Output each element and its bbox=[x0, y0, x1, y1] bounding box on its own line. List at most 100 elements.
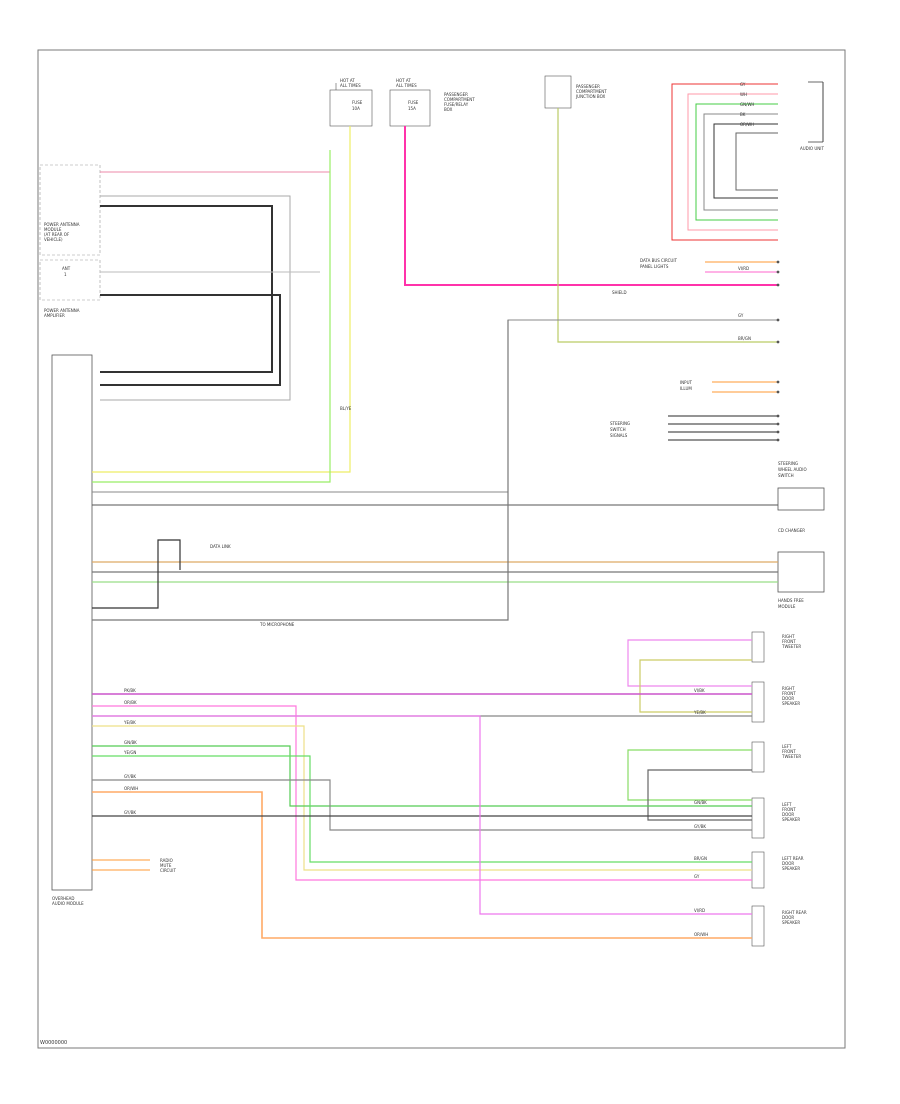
svg-text:OR/WH: OR/WH bbox=[740, 122, 754, 127]
svg-text:HOT AT: HOT AT bbox=[396, 78, 411, 83]
speaker-lr-door: LEFT REAR DOOR SPEAKER bbox=[751, 851, 804, 889]
svg-text:JUNCTION BOX: JUNCTION BOX bbox=[575, 94, 605, 99]
svg-text:RIGHT: RIGHT bbox=[782, 634, 795, 639]
svg-text:AUDIO UNIT: AUDIO UNIT bbox=[800, 146, 824, 151]
svg-text:(AT REAR OF: (AT REAR OF bbox=[44, 232, 70, 237]
svg-text:LEFT: LEFT bbox=[782, 744, 792, 749]
speaker-rr-door: RIGHT REAR DOOR SPEAKER bbox=[751, 905, 807, 947]
right-upper-labels: DATA BUS CIRCUIT PANEL LIGHTS VI/RD GY B… bbox=[612, 258, 751, 341]
svg-text:VI/RD: VI/RD bbox=[694, 908, 705, 913]
cd-changer: CD CHANGER HANDS FREE MODULE bbox=[777, 528, 825, 609]
svg-text:OR/BK: OR/BK bbox=[124, 700, 137, 705]
mute-circuit: RADIO MUTE CIRCUIT bbox=[92, 858, 176, 873]
svg-text:ALL TIMES: ALL TIMES bbox=[396, 83, 417, 88]
svg-text:FUSE/RELAY: FUSE/RELAY bbox=[444, 102, 469, 107]
svg-text:BOX: BOX bbox=[444, 107, 453, 112]
svg-text:RIGHT: RIGHT bbox=[782, 686, 795, 691]
svg-text:STEERING: STEERING bbox=[610, 421, 630, 426]
svg-text:DOOR: DOOR bbox=[782, 915, 794, 920]
svg-text:PANEL LIGHTS: PANEL LIGHTS bbox=[640, 264, 669, 269]
svg-text:DOOR: DOOR bbox=[782, 696, 794, 701]
svg-text:VEHICLE): VEHICLE) bbox=[44, 237, 63, 242]
svg-text:PASSENGER: PASSENGER bbox=[576, 84, 600, 89]
svg-text:GY: GY bbox=[694, 874, 700, 879]
svg-text:FUSE: FUSE bbox=[352, 100, 363, 105]
connector-terminals bbox=[776, 260, 780, 442]
svg-text:BR/GN: BR/GN bbox=[738, 336, 751, 341]
svg-text:COMPARTMENT: COMPARTMENT bbox=[444, 97, 475, 102]
svg-text:SPEAKER: SPEAKER bbox=[782, 866, 800, 871]
right-upper-wires bbox=[92, 261, 778, 506]
svg-text:WH: WH bbox=[740, 92, 747, 97]
steering-signal-wires bbox=[668, 415, 778, 441]
svg-text:ALL TIMES: ALL TIMES bbox=[340, 83, 361, 88]
svg-text:FRONT: FRONT bbox=[782, 639, 796, 644]
svg-text:GY/BK: GY/BK bbox=[124, 774, 136, 779]
svg-text:SPEAKER: SPEAKER bbox=[782, 817, 800, 822]
svg-text:AUDIO MODULE: AUDIO MODULE bbox=[52, 901, 84, 906]
svg-text:PASSENGER: PASSENGER bbox=[444, 92, 468, 97]
svg-text:LEFT REAR: LEFT REAR bbox=[782, 856, 804, 861]
fuse-block-1: HOT AT ALL TIMES FUSE 10A bbox=[329, 78, 373, 127]
svg-text:OVERHEAD: OVERHEAD bbox=[52, 896, 74, 901]
svg-text:VI/RD: VI/RD bbox=[738, 266, 749, 271]
svg-text:HOT AT: HOT AT bbox=[340, 78, 355, 83]
fuse-feeds bbox=[92, 108, 778, 483]
svg-text:RADIO: RADIO bbox=[160, 858, 173, 863]
illumination-labels: INPUT ILLUM bbox=[680, 380, 693, 391]
diagram-border bbox=[37, 49, 846, 1049]
svg-text:FUSE: FUSE bbox=[408, 100, 419, 105]
svg-text:OR/WH: OR/WH bbox=[124, 786, 138, 791]
svg-text:ANT: ANT bbox=[62, 266, 71, 271]
svg-text:DATA BUS CIRCUIT: DATA BUS CIRCUIT bbox=[640, 258, 678, 263]
svg-text:COMPARTMENT: COMPARTMENT bbox=[576, 89, 607, 94]
svg-text:YE/GN: YE/GN bbox=[123, 750, 136, 755]
svg-text:MODULE: MODULE bbox=[44, 227, 62, 232]
top-right-wires bbox=[671, 83, 778, 241]
svg-text:LEFT: LEFT bbox=[782, 802, 792, 807]
svg-text:SHIELD: SHIELD bbox=[612, 290, 627, 295]
svg-text:DOOR: DOOR bbox=[782, 861, 794, 866]
svg-text:GN/WH: GN/WH bbox=[740, 102, 754, 107]
microphone-label: TO MICROPHONE bbox=[259, 622, 295, 627]
svg-text:FRONT: FRONT bbox=[782, 691, 796, 696]
svg-text:HANDS FREE: HANDS FREE bbox=[778, 598, 804, 603]
svg-text:TWEETER: TWEETER bbox=[781, 754, 801, 759]
svg-text:STEERING: STEERING bbox=[778, 461, 798, 466]
fuse-block-2: HOT AT ALL TIMES FUSE 15A PASSENGER COMP… bbox=[389, 78, 475, 127]
speaker-wires bbox=[92, 639, 752, 939]
svg-text:GN/BK: GN/BK bbox=[124, 740, 137, 745]
svg-text:SIGNALS: SIGNALS bbox=[610, 433, 628, 438]
junction-box: PASSENGER COMPARTMENT JUNCTION BOX bbox=[544, 75, 607, 109]
svg-text:FRONT: FRONT bbox=[782, 749, 796, 754]
fuse-feed-label: BL/YE bbox=[340, 406, 352, 411]
svg-text:MUTE: MUTE bbox=[160, 863, 172, 868]
power-antenna-module: POWER ANTENNA MODULE (AT REAR OF VEHICLE… bbox=[39, 164, 101, 318]
svg-text:AMPLIFIER: AMPLIFIER bbox=[44, 313, 65, 318]
svg-text:SWITCH: SWITCH bbox=[778, 473, 794, 478]
cd-changer-wires bbox=[92, 320, 778, 621]
speaker-rf-tweeter: RIGHT FRONT TWEETER bbox=[751, 631, 801, 663]
speaker-rf-door: RIGHT FRONT DOOR SPEAKER bbox=[751, 681, 800, 723]
svg-text:CIRCUIT: CIRCUIT bbox=[160, 868, 176, 873]
svg-text:INPUT: INPUT bbox=[680, 380, 693, 385]
svg-text:MODULE: MODULE bbox=[778, 604, 796, 609]
data-link-label: DATA LINK bbox=[210, 544, 231, 549]
svg-text:FRONT: FRONT bbox=[782, 807, 796, 812]
svg-text:WHEEL AUDIO: WHEEL AUDIO bbox=[778, 467, 807, 472]
svg-text:YE/BK: YE/BK bbox=[693, 710, 706, 715]
svg-text:BK: BK bbox=[740, 112, 746, 117]
main-audio-module: OVERHEAD AUDIO MODULE bbox=[51, 354, 93, 906]
svg-text:GY/BK: GY/BK bbox=[124, 810, 136, 815]
speaker-lf-tweeter: LEFT FRONT TWEETER bbox=[751, 741, 801, 773]
footer-code: W0000000 bbox=[40, 1040, 67, 1046]
svg-text:1: 1 bbox=[64, 272, 67, 277]
speaker-wire-labels: PK/BK OR/BK YE/BK GN/BK YE/GN GY/BK OR/W… bbox=[123, 688, 708, 937]
steering-switch: STEERING WHEEL AUDIO SWITCH bbox=[777, 461, 825, 511]
steering-signal-labels: STEERING SWITCH SIGNALS bbox=[610, 421, 630, 438]
speaker-lf-door: LEFT FRONT DOOR SPEAKER bbox=[751, 797, 800, 839]
svg-text:SPEAKER: SPEAKER bbox=[782, 701, 800, 706]
svg-text:TWEETER: TWEETER bbox=[781, 644, 801, 649]
svg-text:POWER ANTENNA: POWER ANTENNA bbox=[44, 308, 80, 313]
